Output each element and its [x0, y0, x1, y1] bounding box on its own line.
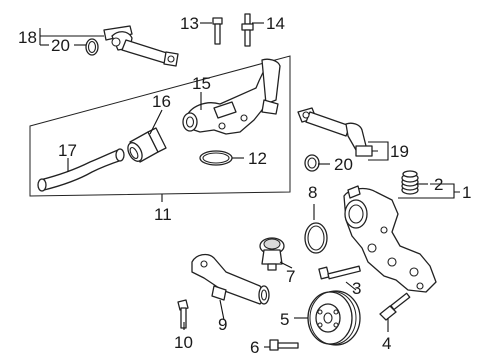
callout-6: 6: [250, 338, 259, 357]
part-12-o-ring: [199, 150, 233, 166]
callout-7: 7: [286, 267, 295, 286]
callout-12: 12: [248, 149, 267, 168]
callout-4: 4: [382, 334, 391, 353]
callout-5: 5: [280, 310, 289, 329]
callout-1: 1: [462, 183, 471, 202]
callout-2: 2: [434, 175, 443, 194]
part-18-tube-assembly: [103, 25, 179, 67]
callout-8: 8: [308, 183, 317, 202]
part-17-hose: [37, 148, 125, 192]
part-14-stud: [241, 13, 254, 47]
part-20-o-ring-right: [304, 154, 320, 172]
part-5-pulley: [307, 290, 361, 346]
callout-20-left: 20: [51, 36, 70, 55]
callout-13: 13: [180, 14, 199, 33]
callout-3: 3: [352, 279, 361, 298]
part-20-o-ring-left: [85, 38, 99, 56]
part-10-bolt: [177, 299, 189, 329]
callout-14: 14: [266, 14, 285, 33]
part-15-thermostat-housing: [182, 58, 281, 135]
callout-10: 10: [174, 333, 193, 352]
part-3-bolt: [318, 265, 361, 280]
part-8-o-ring: [304, 222, 328, 254]
part-16-connector: [127, 127, 167, 163]
assembly-group-box: [29, 55, 291, 197]
callout-15: 15: [192, 74, 211, 93]
callout-19: 19: [390, 142, 409, 161]
callout-20-right: 20: [334, 155, 353, 174]
callout-18: 18: [18, 28, 37, 47]
part-9-pipe: [191, 253, 270, 305]
part-1-water-pump: [343, 185, 437, 293]
part-2-spring: [401, 170, 419, 195]
part-13-bolt: [212, 17, 223, 45]
callout-16: 16: [152, 92, 171, 111]
callout-11: 11: [154, 205, 172, 224]
callout-17: 17: [58, 141, 77, 160]
part-4-bolt: [379, 292, 411, 321]
part-7-thermostat: [259, 237, 285, 271]
leader-lines: [39, 22, 460, 348]
callout-9: 9: [218, 315, 227, 334]
part-6-bolt: [269, 339, 299, 351]
part-19-tube-assembly: [297, 107, 373, 157]
